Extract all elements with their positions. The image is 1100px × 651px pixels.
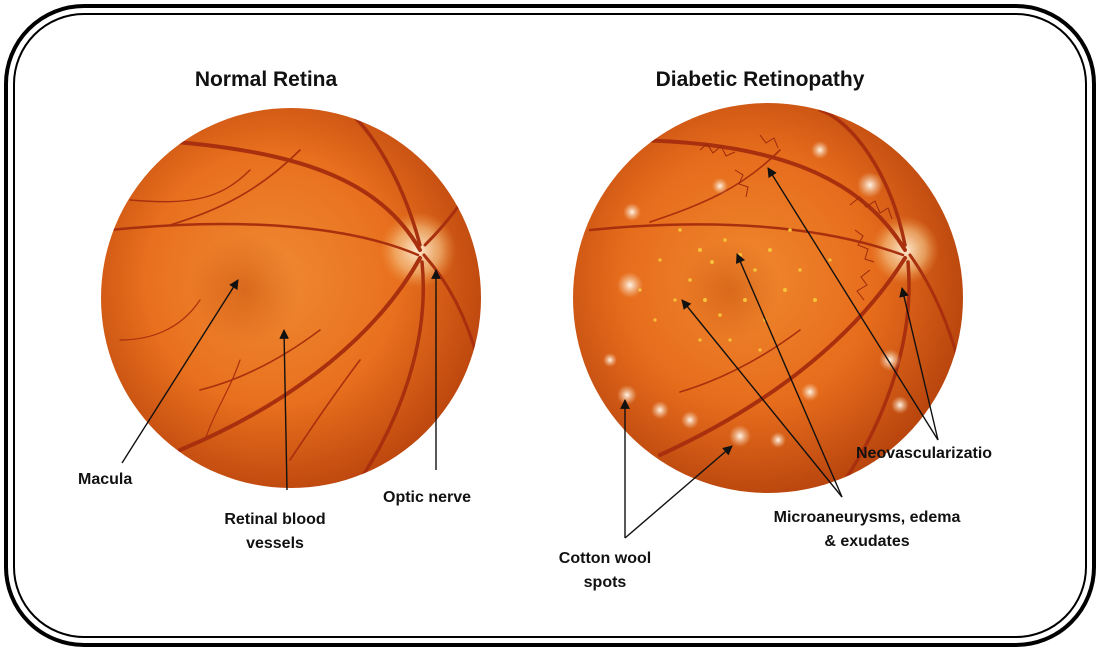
- optic-nerve-label: Optic nerve: [383, 489, 471, 506]
- neovascularization-label: Neovascularizatio: [856, 445, 992, 462]
- macula-region: [680, 240, 780, 340]
- retinal-vessels-label-line1: Retinal blood: [224, 511, 325, 528]
- cotton-wool-label-line1: Cotton wool: [559, 550, 651, 567]
- macula-label: Macula: [78, 471, 132, 488]
- microaneurysms-label-line2: & exudates: [824, 533, 909, 550]
- normal-retina-image: [101, 100, 481, 488]
- normal-retina-title: Normal Retina: [195, 68, 338, 91]
- retinal-vessels-label-line2: vessels: [246, 535, 304, 552]
- microaneurysms-label-line1: Microaneurysms, edema: [774, 509, 961, 526]
- diabetic-retinopathy-title: Diabetic Retinopathy: [656, 68, 865, 91]
- cotton-wool-label-line2: spots: [584, 574, 627, 591]
